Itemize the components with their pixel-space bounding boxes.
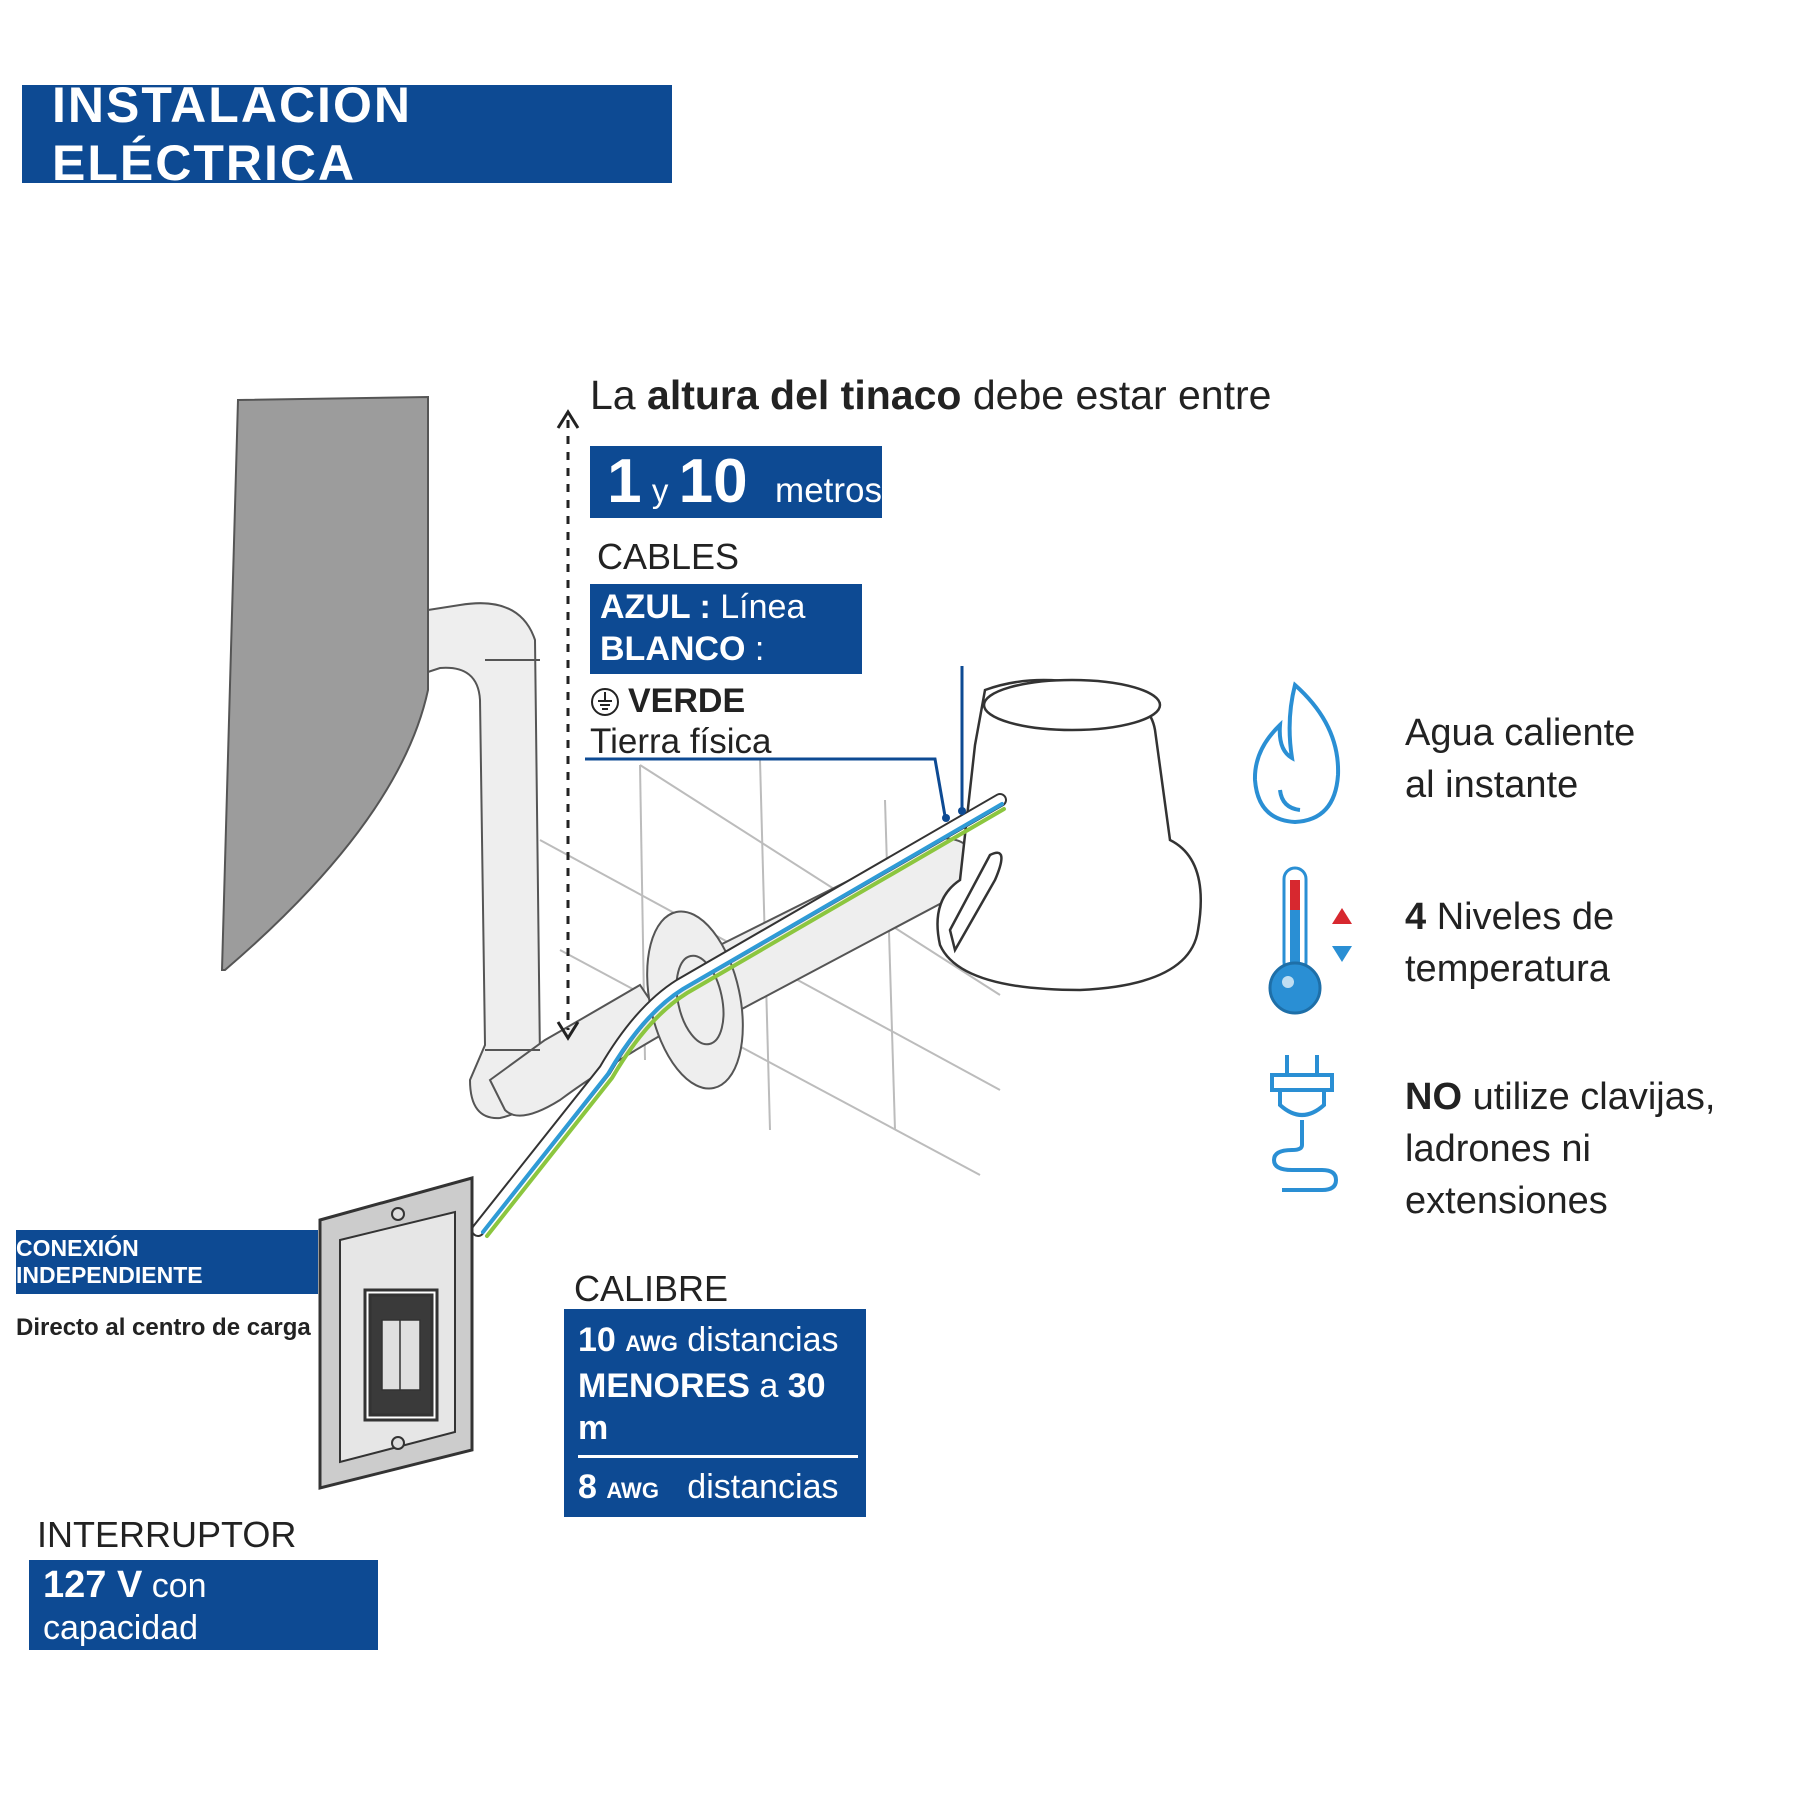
height-arrow (556, 409, 580, 1041)
switch-box: 127 V con capacidad MÍNIMA de 50 A (29, 1560, 378, 1691)
height-range-box: 1 y 10 metros (590, 446, 882, 518)
switch-volt: 127 V (43, 1564, 143, 1606)
feature-2-line2: temperatura (1405, 948, 1610, 990)
feature-3-line1: utilize clavijas, (1472, 1076, 1716, 1118)
ground-row: VERDE (590, 682, 745, 721)
connection-subtitle: Directo al centro de carga (16, 1314, 311, 1341)
green-cable-name: VERDE (628, 682, 746, 720)
green-cable-role: Tierra física (590, 722, 772, 761)
feature-3-line2: ladrones ni extensiones (1405, 1128, 1608, 1222)
height-unit: metros (775, 471, 883, 510)
cables (471, 793, 1007, 1238)
switch-min-text: MÍNIMA de (52, 1652, 221, 1690)
breaker-switch (318, 1176, 474, 1490)
water-heater-body (936, 678, 1202, 992)
feature-no-extensions: NO utilize clavijas, ladrones ni extensi… (1405, 1071, 1800, 1227)
flame-drop-icon (1252, 681, 1341, 825)
calibre-label: CALIBRE (574, 1268, 729, 1309)
calibre-row2-text: distancias (687, 1468, 839, 1506)
calibre-row2-num: 8 (578, 1468, 597, 1506)
plug-icon (1270, 1055, 1339, 1192)
feature-2-line1: Niveles de (1436, 896, 1615, 938)
height-prefix: La (590, 372, 636, 418)
switch-label: INTERRUPTOR (37, 1514, 297, 1555)
water-tank-shape (220, 395, 429, 971)
ground-leader-line (585, 757, 947, 817)
thermometer-icon (1268, 866, 1352, 1015)
calibre-row1-rest: a (759, 1367, 779, 1405)
water-pipe (427, 602, 672, 1120)
calibre-box: 10 AWG distancias MENORES a 30 m 8 AWG d… (564, 1309, 866, 1594)
calibre-row2-bold: MAYORES (578, 1514, 747, 1552)
feature-2-bold: 4 (1405, 896, 1427, 938)
blue-cable-name: AZUL : (600, 588, 711, 626)
page-title: INSTALACIÓN ELÉCTRICA (22, 77, 672, 191)
ground-icon (591, 687, 619, 716)
height-info-line: La altura del tinaco debe estar entre (590, 372, 1271, 419)
feature-3-bold: NO (1405, 1076, 1462, 1118)
calibre-row2-rest: a (756, 1514, 776, 1552)
page-title-text: INSTALACIÓN ELÉCTRICA (52, 77, 412, 191)
height-bold: altura del tinaco (647, 372, 962, 418)
calibre-row2-awg: AWG (606, 1478, 659, 1503)
cables-box: AZUL : Línea BLANCO : Neutro (590, 584, 862, 710)
connection-title: CONEXIÓN INDEPENDIENTE (16, 1230, 318, 1294)
calibre-row1-bold: MENORES (578, 1367, 750, 1405)
switch-cap-text: con capacidad (43, 1567, 207, 1647)
feature-1-line2: al instante (1405, 764, 1579, 806)
height-conj: y (651, 472, 669, 509)
feature-hot-water: Agua caliente al instante (1405, 707, 1635, 811)
calibre-row1-text: distancias (687, 1321, 839, 1359)
calibre-row2-dist: 30 m (578, 1514, 823, 1594)
blue-cable-role: Línea (720, 588, 806, 626)
calibre-row1-dist: 30 m (578, 1367, 826, 1447)
height-min: 1 (607, 447, 642, 516)
calibre-divider (578, 1455, 858, 1458)
feature-temperature-levels: 4 Niveles de temperatura (1405, 891, 1614, 995)
calibre-row1-num: 10 (578, 1321, 616, 1359)
height-max: 10 (678, 447, 748, 516)
white-cable-name: BLANCO (600, 630, 746, 668)
calibre-row1-awg: AWG (625, 1331, 678, 1356)
switch-amps: 50 A (230, 1649, 309, 1691)
heater-pipe (646, 837, 987, 1090)
feature-1-line1: Agua caliente (1405, 712, 1636, 754)
height-suffix: debe estar entre (972, 372, 1272, 418)
cables-label: CABLES (597, 536, 740, 577)
